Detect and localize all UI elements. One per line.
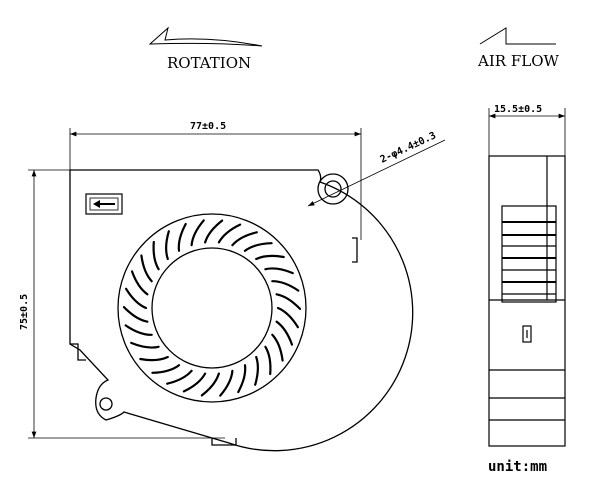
rotation-arrow-icon xyxy=(148,26,263,47)
depth-dimension-label: 15.5±0.5 xyxy=(494,104,542,115)
depth-dimension: 15.5±0.5 xyxy=(488,104,566,156)
impeller-blade xyxy=(200,372,220,397)
impeller-blade xyxy=(177,222,187,252)
impeller-blade xyxy=(231,231,258,247)
outlet-grille xyxy=(501,205,557,303)
side-view xyxy=(488,155,566,447)
rotation-label: ROTATION xyxy=(167,54,251,72)
impeller-blade xyxy=(264,345,272,376)
impeller-blade xyxy=(125,287,148,310)
height-dimension-label: 75±0.5 xyxy=(19,294,30,330)
airflow-label: AIR FLOW xyxy=(477,52,559,70)
impeller-blade xyxy=(190,219,205,247)
fan-housing xyxy=(69,169,414,452)
hole-dimension: 2-φ4.4±0.3 xyxy=(307,130,446,207)
impeller-blade xyxy=(271,280,300,292)
impeller-blade xyxy=(124,324,153,336)
impeller-blade xyxy=(254,355,259,386)
impeller-blade xyxy=(264,267,294,275)
width-dimension: 77±0.5 xyxy=(69,121,362,240)
unit-label: unit:mm xyxy=(488,459,547,475)
impeller-blade xyxy=(243,242,273,252)
impeller-blade xyxy=(204,219,224,244)
airflow-indicator: AIR FLOW xyxy=(477,27,559,70)
impeller-blade xyxy=(219,369,234,397)
connector-icon xyxy=(522,325,532,343)
impeller-blade xyxy=(140,254,153,283)
impeller-blade xyxy=(275,293,302,310)
impeller-blade xyxy=(276,306,299,329)
impeller-blade xyxy=(255,254,285,261)
impeller xyxy=(117,213,307,403)
impeller-blade xyxy=(166,369,193,385)
airflow-arrow-icon xyxy=(479,27,556,45)
mount-hole-top xyxy=(324,180,342,198)
impeller-blade xyxy=(151,364,181,374)
impeller-blade xyxy=(182,372,207,393)
impeller-blade xyxy=(275,320,294,346)
width-dimension-label: 77±0.5 xyxy=(190,121,226,132)
impeller-blade xyxy=(130,341,160,349)
impeller-blades xyxy=(122,219,302,397)
impeller-blade xyxy=(165,230,170,261)
rotation-indicator: ROTATION xyxy=(148,26,263,72)
impeller-blade xyxy=(152,240,160,271)
mount-hole-bottom xyxy=(99,397,113,411)
impeller-blade xyxy=(122,306,149,323)
impeller-blade xyxy=(139,355,169,362)
impeller-blade xyxy=(237,364,247,394)
impeller-blade xyxy=(130,270,149,296)
label-sticker xyxy=(85,193,123,215)
impeller-blade xyxy=(271,333,284,362)
impeller-blade xyxy=(217,223,242,244)
height-dimension: 75±0.5 xyxy=(19,169,225,439)
